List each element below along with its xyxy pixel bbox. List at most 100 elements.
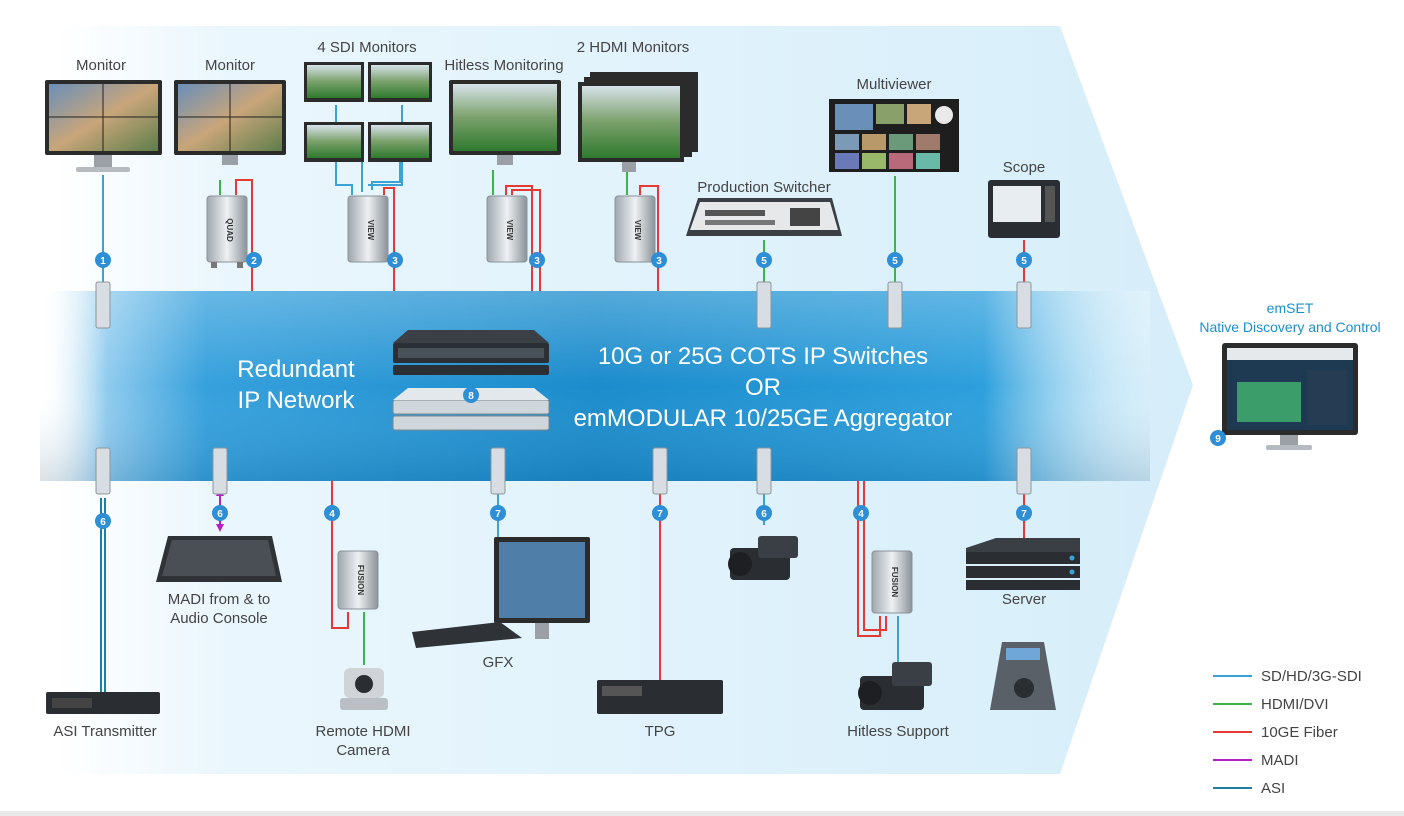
sdi-monitors <box>304 62 432 162</box>
badge-4b: 4 <box>853 505 869 521</box>
page-bottom-border <box>0 811 1404 816</box>
network-center-line2: OR <box>745 374 781 401</box>
legend-label: HDMI/DVI <box>1261 696 1329 713</box>
badges: 1 2 3 3 3 5 5 5 8 9 6 6 4 7 7 6 4 7 <box>95 252 1226 529</box>
legend-label: ASI <box>1261 780 1285 797</box>
asi-transmitter-label: ASI Transmitter <box>53 723 156 740</box>
madi-label-line1: MADI from & to <box>168 591 271 608</box>
emset-labels: emSET Native Discovery and Control <box>1199 300 1380 335</box>
asi-transmitter <box>46 692 160 714</box>
svg-text:5: 5 <box>1021 256 1027 267</box>
svg-text:4: 4 <box>329 509 335 520</box>
svg-text:5: 5 <box>761 256 767 267</box>
badge-7c: 7 <box>1016 505 1032 521</box>
quad-label: QUAD <box>225 218 234 242</box>
server-stack <box>966 538 1080 590</box>
gfx-workstation <box>412 537 590 648</box>
emset-monitor <box>1222 343 1358 450</box>
hitless-support-label: Hitless Support <box>847 723 950 740</box>
hitless-monitor <box>449 80 561 165</box>
badge-3a: 3 <box>387 252 403 268</box>
tpg-label: TPG <box>645 723 676 740</box>
badge-3c: 3 <box>651 252 667 268</box>
badge-9: 9 <box>1210 430 1226 446</box>
gfx-label: GFX <box>483 654 514 671</box>
badge-6a: 6 <box>95 513 111 529</box>
badge-4a: 4 <box>324 505 340 521</box>
legend-item: HDMI/DVI <box>1213 696 1329 713</box>
svg-text:7: 7 <box>1021 509 1027 520</box>
emset-subtitle: Native Discovery and Control <box>1199 319 1380 335</box>
legend-label: SD/HD/3G-SDI <box>1261 668 1362 685</box>
camera-1 <box>728 536 798 580</box>
svg-text:9: 9 <box>1215 434 1221 445</box>
bottom-labels: ASI Transmitter MADI from & to Audio Con… <box>53 591 1046 759</box>
quad-converter: QUAD <box>206 195 248 268</box>
view-label-1: VIEW <box>366 220 375 241</box>
svg-text:2: 2 <box>251 256 257 267</box>
fusion-label-2: FUSION <box>890 567 899 597</box>
network-left-line2: IP Network <box>238 387 356 414</box>
view-label-2: VIEW <box>505 220 514 241</box>
monitor-1-label: Monitor <box>76 57 126 74</box>
fusion-converter-1: FUSION <box>337 550 379 610</box>
badge-6c: 6 <box>756 505 772 521</box>
view-converter-1: VIEW <box>347 195 389 263</box>
remote-camera-label-line2: Camera <box>336 742 390 759</box>
svg-text:4: 4 <box>858 509 864 520</box>
badge-1: 1 <box>95 252 111 268</box>
hdmi-monitors-label: 2 HDMI Monitors <box>577 39 690 56</box>
svg-text:3: 3 <box>656 256 662 267</box>
svg-text:3: 3 <box>534 256 540 267</box>
view-converter-2: VIEW <box>486 195 528 263</box>
multiviewer-label: Multiviewer <box>856 76 931 93</box>
legend-item: MADI <box>1213 752 1299 769</box>
network-labels: Redundant IP Network 10G or 25G COTS IP … <box>237 343 952 432</box>
multiviewer <box>829 99 959 172</box>
monitor-2-label: Monitor <box>205 57 255 74</box>
badge-7a: 7 <box>490 505 506 521</box>
top-labels: Monitor Monitor 4 SDI Monitors Hitless M… <box>76 39 1045 196</box>
production-switcher <box>686 198 842 236</box>
fusion-converter-2: FUSION <box>871 550 913 614</box>
badge-8: 8 <box>463 387 479 403</box>
camera-2 <box>858 662 932 710</box>
tpg-device <box>597 680 723 714</box>
badge-5b: 5 <box>887 252 903 268</box>
production-switcher-label: Production Switcher <box>697 179 830 196</box>
view-label-3: VIEW <box>633 220 642 241</box>
madi-label-line2: Audio Console <box>170 610 268 627</box>
fusion-label-1: FUSION <box>356 565 365 595</box>
audio-console <box>156 536 282 582</box>
remote-camera-label-line1: Remote HDMI <box>315 723 410 740</box>
svg-text:7: 7 <box>495 509 501 520</box>
hdmi-monitors <box>578 72 698 172</box>
network-center-line1: 10G or 25G COTS IP Switches <box>598 343 928 370</box>
badge-5c: 5 <box>1016 252 1032 268</box>
badge-7b: 7 <box>652 505 668 521</box>
monitor-2 <box>174 80 286 165</box>
legend-item: ASI <box>1213 780 1285 797</box>
hitless-monitoring-label: Hitless Monitoring <box>444 57 563 74</box>
control-panel <box>990 642 1056 710</box>
network-center-line3: emMODULAR 10/25GE Aggregator <box>574 405 953 432</box>
badge-6b: 6 <box>212 505 228 521</box>
legend-label: 10GE Fiber <box>1261 724 1338 741</box>
legend: SD/HD/3G-SDI HDMI/DVI 10GE Fiber MADI AS… <box>1182 636 1396 804</box>
svg-text:7: 7 <box>657 509 663 520</box>
view-converter-3: VIEW <box>614 195 656 263</box>
legend-item: SD/HD/3G-SDI <box>1213 668 1362 685</box>
svg-text:6: 6 <box>217 509 223 520</box>
svg-text:3: 3 <box>392 256 398 267</box>
scope <box>988 180 1060 238</box>
scope-label: Scope <box>1003 159 1046 176</box>
svg-text:6: 6 <box>100 517 106 528</box>
emset-title: emSET <box>1267 300 1314 316</box>
legend-item: 10GE Fiber <box>1213 724 1338 741</box>
server-label: Server <box>1002 591 1046 608</box>
remote-camera <box>340 668 388 710</box>
svg-text:6: 6 <box>761 509 767 520</box>
badge-3b: 3 <box>529 252 545 268</box>
